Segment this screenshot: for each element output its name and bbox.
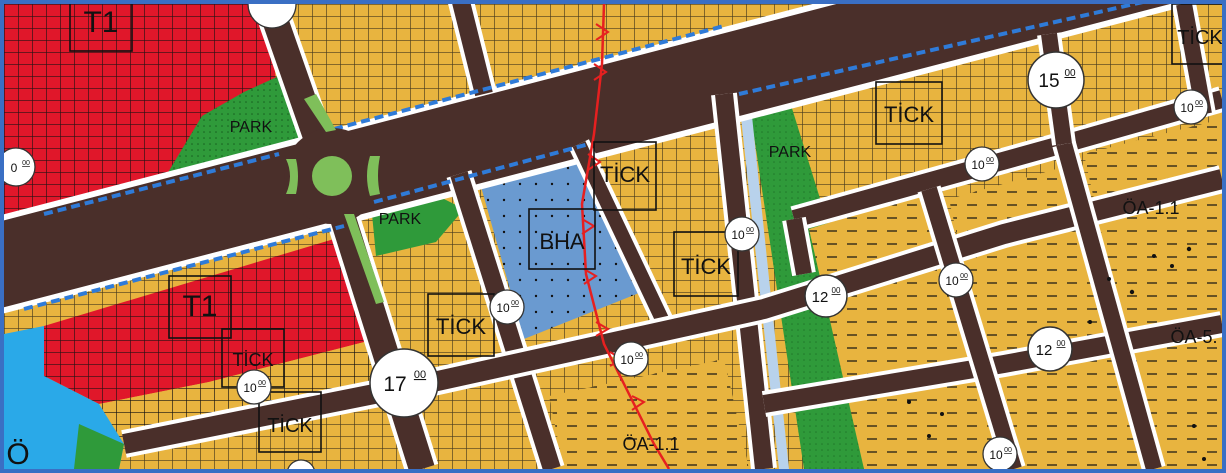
zone-label-bha: BHA bbox=[539, 229, 585, 254]
boulevard-dashed-west bbox=[43, 152, 280, 216]
zone-label-tick-4: TİCK bbox=[600, 162, 650, 187]
height-marker[interactable]: 12 00 bbox=[804, 274, 848, 318]
public-strip-vertical bbox=[739, 97, 789, 469]
boulevard-dashed-north bbox=[333, 24, 725, 131]
svg-text:10: 10 bbox=[496, 301, 510, 315]
roundabout-splitter-east bbox=[367, 156, 380, 196]
zone-label-park-2: PARK bbox=[379, 211, 422, 228]
height-marker[interactable]: 10 00 bbox=[982, 436, 1018, 469]
svg-text:10: 10 bbox=[945, 274, 959, 288]
height-marker[interactable]: 10 00 bbox=[724, 216, 760, 252]
zone-label-oa-2: ÖA-1.1 bbox=[622, 434, 679, 454]
boundary-line bbox=[580, 4, 671, 469]
svg-text:10: 10 bbox=[243, 381, 257, 395]
road-park-loop bbox=[786, 217, 812, 276]
t1-main-box bbox=[168, 275, 232, 339]
bha-box bbox=[528, 208, 596, 270]
zone-label-o-edge: Ö bbox=[6, 438, 29, 469]
svg-text:12: 12 bbox=[1036, 342, 1053, 359]
height-marker-clipped-bottom[interactable] bbox=[287, 459, 315, 469]
svg-text:00: 00 bbox=[635, 352, 643, 359]
roundabout-island bbox=[312, 156, 352, 196]
park-area-left-bottom bbox=[74, 424, 124, 469]
road-right-vertical-1 bbox=[921, 186, 1022, 469]
height-marker[interactable]: 0 00 bbox=[4, 147, 36, 187]
svg-text:00: 00 bbox=[511, 300, 519, 307]
height-marker[interactable]: 17 00 bbox=[369, 348, 439, 418]
road-right-vertical-2 bbox=[1056, 141, 1162, 469]
zoning-plan-map[interactable]: T1 T1 TİCK TİCK TİCK TİCK TİCK TİCK TİCK… bbox=[4, 4, 1222, 469]
height-marker[interactable]: 10 00 bbox=[236, 369, 272, 405]
svg-text:00: 00 bbox=[414, 369, 426, 381]
height-markers: 15 00 17 00 12 00 12 00 10 00 10 00 bbox=[4, 4, 1209, 469]
svg-text:10: 10 bbox=[731, 228, 745, 242]
roundabout-splitter-south bbox=[344, 214, 384, 304]
svg-text:00: 00 bbox=[22, 160, 30, 167]
height-marker[interactable]: 12 00 bbox=[1027, 326, 1073, 372]
svg-text:00: 00 bbox=[986, 157, 994, 164]
residential-dashed-lower-middle-hatch bbox=[549, 359, 749, 469]
zone-label-tick-2: TİCK bbox=[267, 414, 313, 437]
zone-label-tick-3: TİCK bbox=[436, 314, 486, 339]
svg-text:15: 15 bbox=[1038, 71, 1059, 92]
svg-text:00: 00 bbox=[1004, 447, 1012, 454]
boulevard-dashed-south-2 bbox=[373, 142, 590, 204]
roundabout-splitter-west bbox=[286, 159, 298, 194]
svg-text:00: 00 bbox=[1057, 339, 1066, 348]
tick-box-2 bbox=[258, 391, 322, 453]
height-marker-clipped[interactable] bbox=[247, 4, 297, 29]
t1-top-box bbox=[69, 4, 133, 52]
svg-text:00: 00 bbox=[960, 273, 968, 280]
road-top bbox=[452, 4, 493, 97]
tick-box-4 bbox=[593, 141, 657, 211]
roundabout bbox=[284, 94, 384, 304]
zone-label-tick-5: TİCK bbox=[681, 254, 731, 279]
height-marker[interactable]: 10 00 bbox=[1173, 89, 1209, 125]
tick-box-3 bbox=[427, 293, 495, 357]
svg-text:00: 00 bbox=[1195, 100, 1203, 107]
tree-dots bbox=[907, 246, 1206, 461]
zone-labels: T1 T1 TİCK TİCK TİCK TİCK TİCK TİCK TİCK… bbox=[6, 6, 1222, 469]
zone-label-oa-1: ÖA-1.1 bbox=[1122, 198, 1179, 218]
roundabout-splitter-north bbox=[304, 94, 336, 132]
height-marker[interactable]: 15 00 bbox=[1027, 51, 1085, 109]
zone-label-t1-main: T1 bbox=[182, 290, 217, 323]
tick-box-5 bbox=[673, 231, 739, 297]
svg-text:10: 10 bbox=[620, 353, 634, 367]
road-bottom bbox=[762, 315, 1222, 413]
commercial-block-main-hatch bbox=[44, 236, 376, 404]
main-boulevard bbox=[4, 4, 1171, 308]
height-marker[interactable]: 10 00 bbox=[964, 146, 1000, 182]
svg-text:0: 0 bbox=[11, 161, 18, 175]
svg-text:12: 12 bbox=[812, 289, 829, 306]
height-marker[interactable]: 10 00 bbox=[938, 262, 974, 298]
height-marker[interactable]: 10 00 bbox=[613, 341, 649, 377]
zone-label-tick-1: TİCK bbox=[232, 350, 273, 370]
zone-label-oa-5: ÖA-5. bbox=[1170, 327, 1217, 347]
tick-box-6 bbox=[875, 81, 943, 145]
zone-label-park-3: PARK bbox=[769, 144, 812, 161]
svg-text:00: 00 bbox=[1064, 68, 1076, 79]
svg-text:10: 10 bbox=[1180, 101, 1194, 115]
zone-label-tick-6: TİCK bbox=[884, 102, 934, 127]
svg-text:10: 10 bbox=[971, 158, 985, 172]
svg-text:00: 00 bbox=[832, 286, 841, 295]
svg-text:00: 00 bbox=[746, 227, 754, 234]
zone-label-tick-corner: TİCK bbox=[1177, 26, 1222, 49]
road-park-west bbox=[715, 93, 773, 469]
svg-text:10: 10 bbox=[989, 448, 1003, 462]
height-marker[interactable]: 10 00 bbox=[489, 289, 525, 325]
zone-boxes bbox=[69, 4, 1222, 453]
svg-text:00: 00 bbox=[258, 380, 266, 387]
tick-box-corner bbox=[1171, 4, 1222, 65]
svg-text:17: 17 bbox=[383, 373, 406, 396]
zone-label-t1-top: T1 bbox=[83, 6, 118, 39]
zone-label-park-1: PARK bbox=[230, 119, 273, 136]
